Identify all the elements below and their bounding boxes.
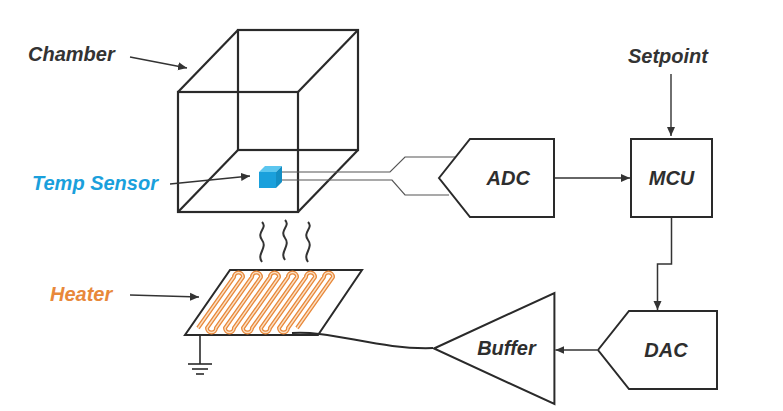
buffer-to-heater-wire — [292, 333, 433, 348]
block-label: DAC — [644, 339, 687, 362]
signal-arrow — [658, 218, 672, 310]
heater-coil-core — [198, 273, 333, 333]
dac-block: DAC — [597, 310, 718, 390]
part-label: Heater — [50, 283, 112, 306]
block-outline-path — [598, 311, 717, 389]
part-label: Chamber — [28, 43, 115, 66]
heater-plate — [185, 270, 362, 335]
signal-arrow — [555, 177, 630, 179]
chamber-cube — [178, 30, 358, 212]
block-outline-path — [439, 139, 554, 217]
block-outline-path — [631, 139, 712, 217]
adc-block: ADC — [438, 138, 555, 218]
signal-label: Setpoint — [628, 45, 708, 68]
sensor-wires — [282, 157, 455, 195]
block-label: ADC — [487, 167, 530, 190]
signal-arrow — [555, 349, 597, 351]
block-label: Buffer — [477, 337, 536, 360]
block-outline-path — [434, 293, 554, 404]
heat-waves — [260, 220, 309, 262]
part-label: Temp Sensor — [32, 172, 158, 195]
mcu-block: MCU — [630, 138, 713, 218]
leader-lines — [130, 57, 671, 297]
buffer-amplifier: Buffer — [433, 292, 555, 405]
heater-coil — [198, 273, 333, 333]
block-label: MCU — [649, 167, 695, 190]
ground-symbol — [188, 335, 212, 374]
temp-sensor — [259, 166, 282, 188]
